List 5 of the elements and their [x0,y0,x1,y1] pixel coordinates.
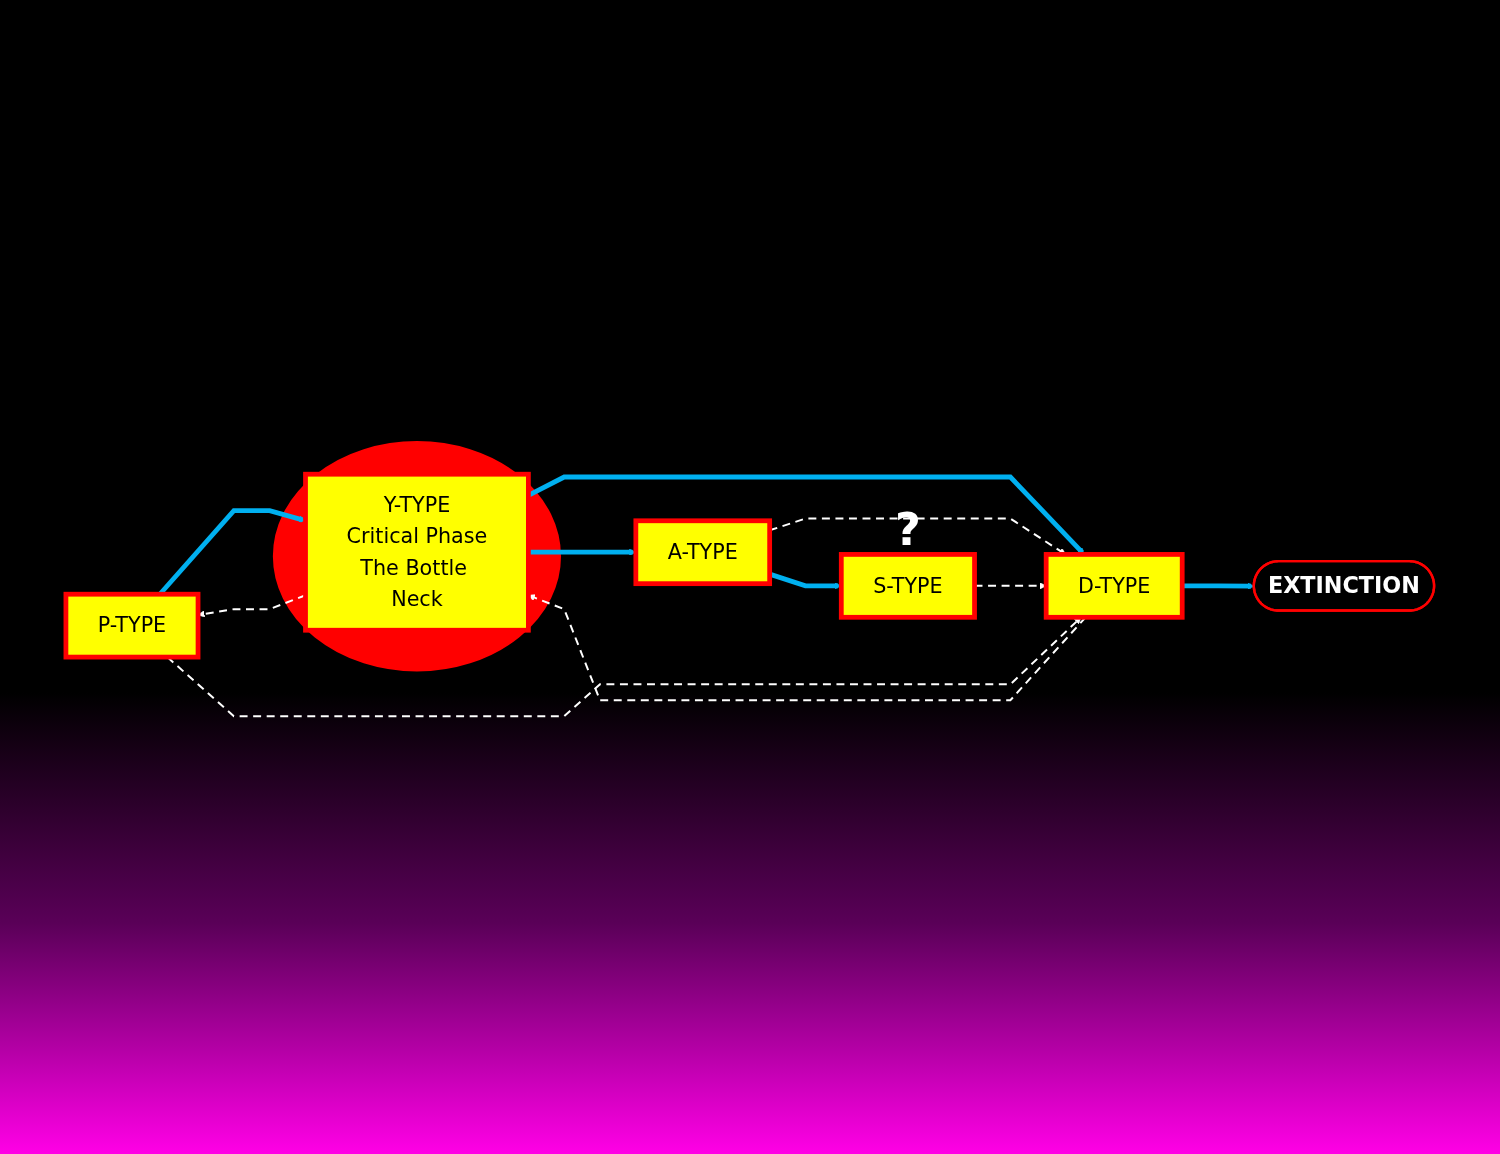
node-box: S-TYPE [838,552,977,620]
node-box: A-TYPE [633,518,773,587]
node-box: D-TYPE [1043,552,1185,620]
arrow [1182,582,1255,590]
node-box: P-TYPE [63,591,201,660]
